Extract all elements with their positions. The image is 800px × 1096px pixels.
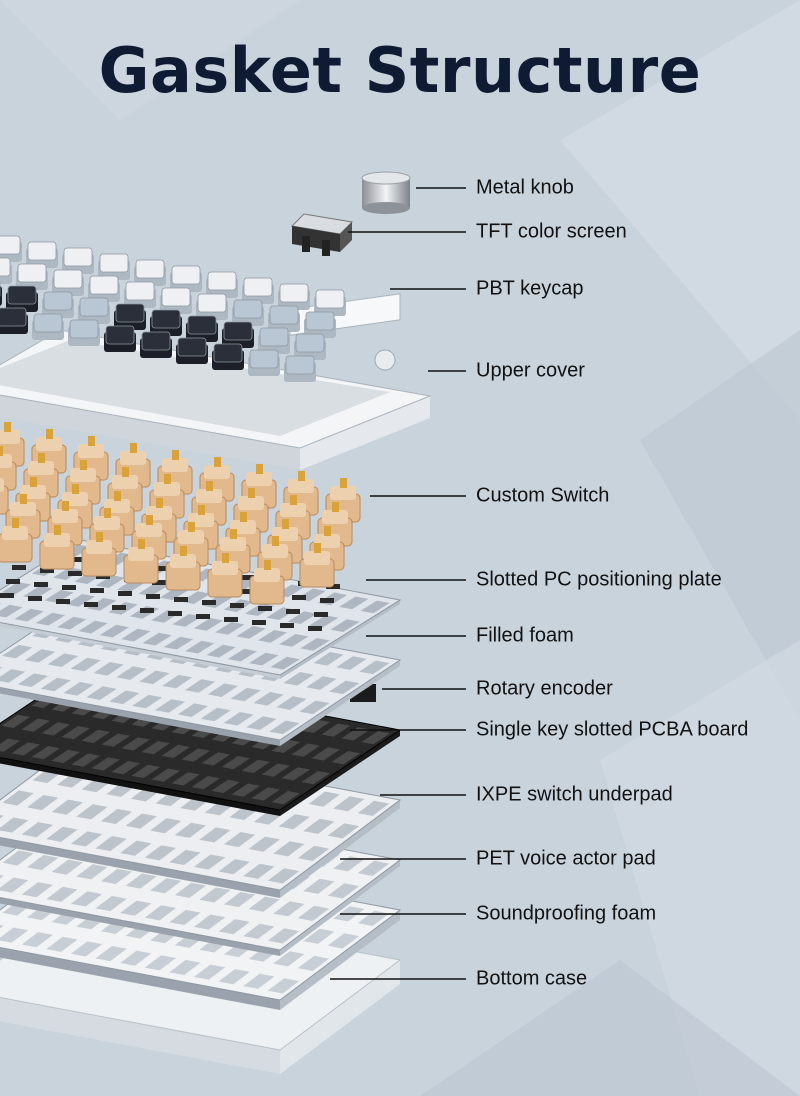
switches-shape [0,422,361,605]
label-tft-screen: TFT color screen [476,220,627,243]
label-rotary-encoder: Rotary encoder [476,677,613,700]
tft-screen-shape [290,213,354,256]
label-pet-pad: PET voice actor pad [476,847,656,870]
switch-slots [0,548,340,631]
page-title: Gasket Structure [98,34,702,107]
label-metal-knob: Metal knob [476,176,574,199]
label-positioning-plate: Slotted PC positioning plate [476,568,722,591]
label-switches: Custom Switch [476,484,610,507]
label-bottom-case: Bottom case [476,967,588,990]
metal-knob-shape [361,171,411,214]
label-pcb-board: Single key slotted PCBA board [476,718,749,741]
label-underpad: IXPE switch underpad [476,783,673,806]
label-foam: Filled foam [476,624,574,647]
keycaps-shape [0,235,346,382]
label-soundproofing-foam: Soundproofing foam [476,902,657,925]
label-upper-cover: Upper cover [476,359,585,382]
label-keycaps: PBT keycap [476,277,584,300]
